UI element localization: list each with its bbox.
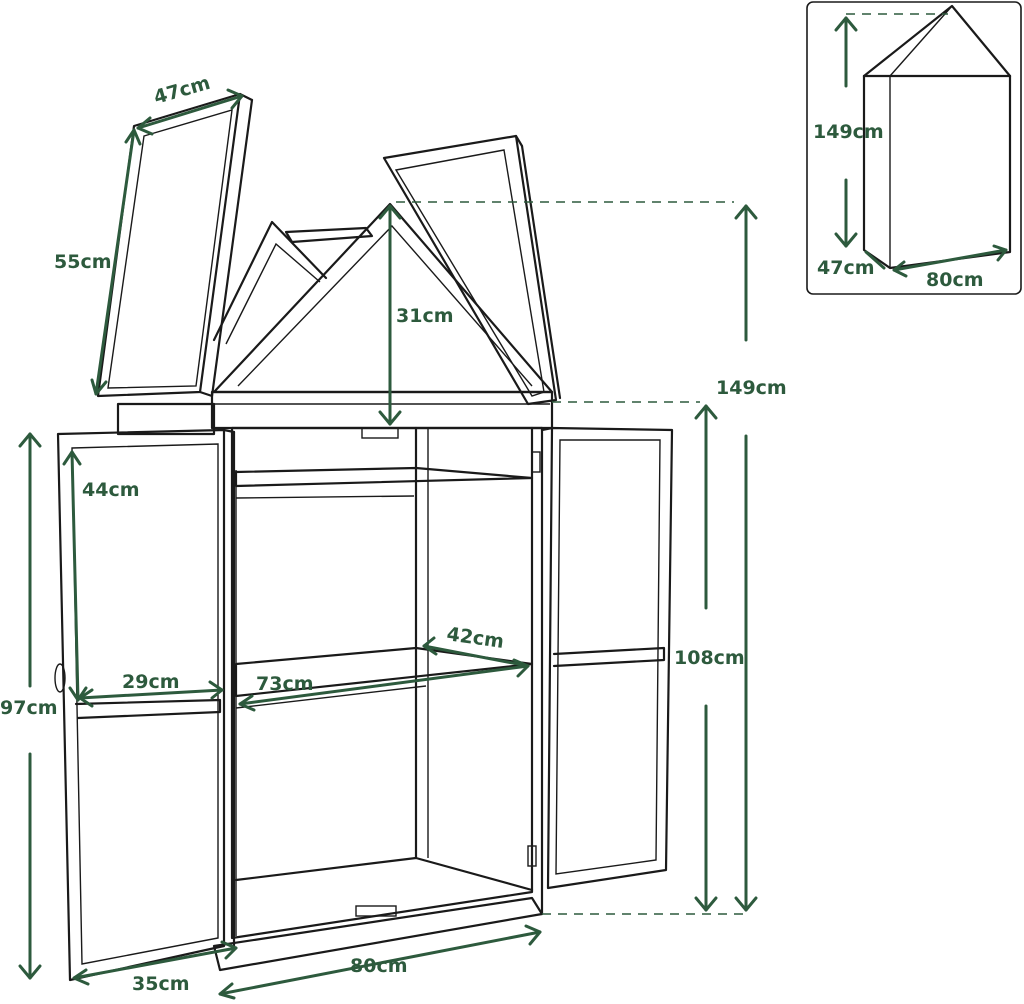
shelf-depth-label: 42cm — [445, 623, 505, 653]
shelf-width-label: 73cm — [256, 673, 314, 695]
cabinet-height-label: 108cm — [674, 647, 745, 669]
overview-height-arrow — [834, 16, 858, 248]
overview-width-arrow — [892, 244, 1008, 278]
roof-height-arrow — [378, 204, 402, 426]
cabinet-height-arrow — [694, 404, 718, 912]
base-width-label: 80cm — [350, 955, 408, 977]
lid-width-label: 47cm — [151, 72, 212, 109]
overview-depth-arrow — [864, 250, 886, 270]
shelf-depth-arrow — [422, 636, 530, 668]
door-width-arrow — [78, 680, 224, 708]
overview-frame — [806, 1, 1022, 295]
door-height-arrow — [62, 450, 88, 702]
cabinet-body — [116, 402, 544, 972]
base-depth-arrow — [72, 940, 238, 986]
base-depth-label: 35cm — [132, 973, 190, 995]
lid-height-label: 55cm — [54, 251, 112, 273]
lid-height-arrow — [90, 128, 142, 396]
roof-height-label: 31cm — [396, 305, 454, 327]
overview-width-label: 80cm — [926, 269, 984, 291]
door-height-label: 44cm — [82, 479, 140, 501]
overview-inset: 149cm 47cm 80cm — [806, 1, 1022, 295]
overview-greenhouse — [862, 4, 1012, 270]
side-height-label: 97cm — [0, 697, 58, 719]
lid-width-arrow — [136, 88, 244, 136]
greenhouse-drawing — [54, 92, 674, 982]
dimension-lines — [18, 88, 758, 1000]
side-height-arrow — [18, 432, 42, 980]
total-height-label: 149cm — [716, 377, 787, 399]
overview-height-label: 149cm — [813, 121, 884, 143]
door-width-label: 29cm — [122, 671, 180, 693]
left-roof-lid — [96, 92, 254, 398]
right-door — [540, 426, 674, 890]
left-door — [54, 428, 236, 982]
total-height-arrow — [734, 204, 758, 912]
overview-depth-label: 47cm — [817, 257, 875, 279]
rear-gable — [212, 220, 374, 345]
base-width-arrow — [218, 924, 542, 1000]
right-roof-lid — [382, 134, 562, 406]
